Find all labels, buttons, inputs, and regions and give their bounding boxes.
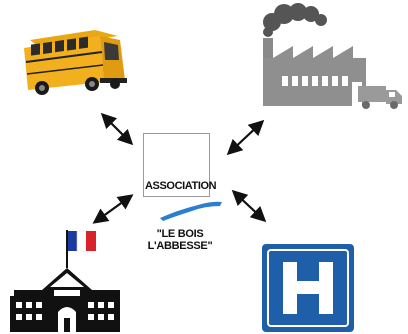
- factory-icon: [263, 3, 402, 109]
- brush-stroke: [160, 201, 222, 221]
- association-name: "LE BOIS L'ABBESSE": [147, 228, 213, 252]
- french-flag-icon: [68, 230, 96, 252]
- association-box: [143, 133, 210, 197]
- association-label: ASSOCIATION: [145, 180, 217, 192]
- arrow-school: [92, 194, 134, 224]
- school-building-icon: [10, 230, 120, 332]
- arrow-factory: [226, 119, 265, 156]
- school-bus-icon: [24, 30, 127, 95]
- arrow-bus: [100, 112, 134, 146]
- connector-arrows: [92, 112, 267, 224]
- arrow-hospital: [231, 189, 267, 223]
- hospital-icon: [262, 244, 354, 332]
